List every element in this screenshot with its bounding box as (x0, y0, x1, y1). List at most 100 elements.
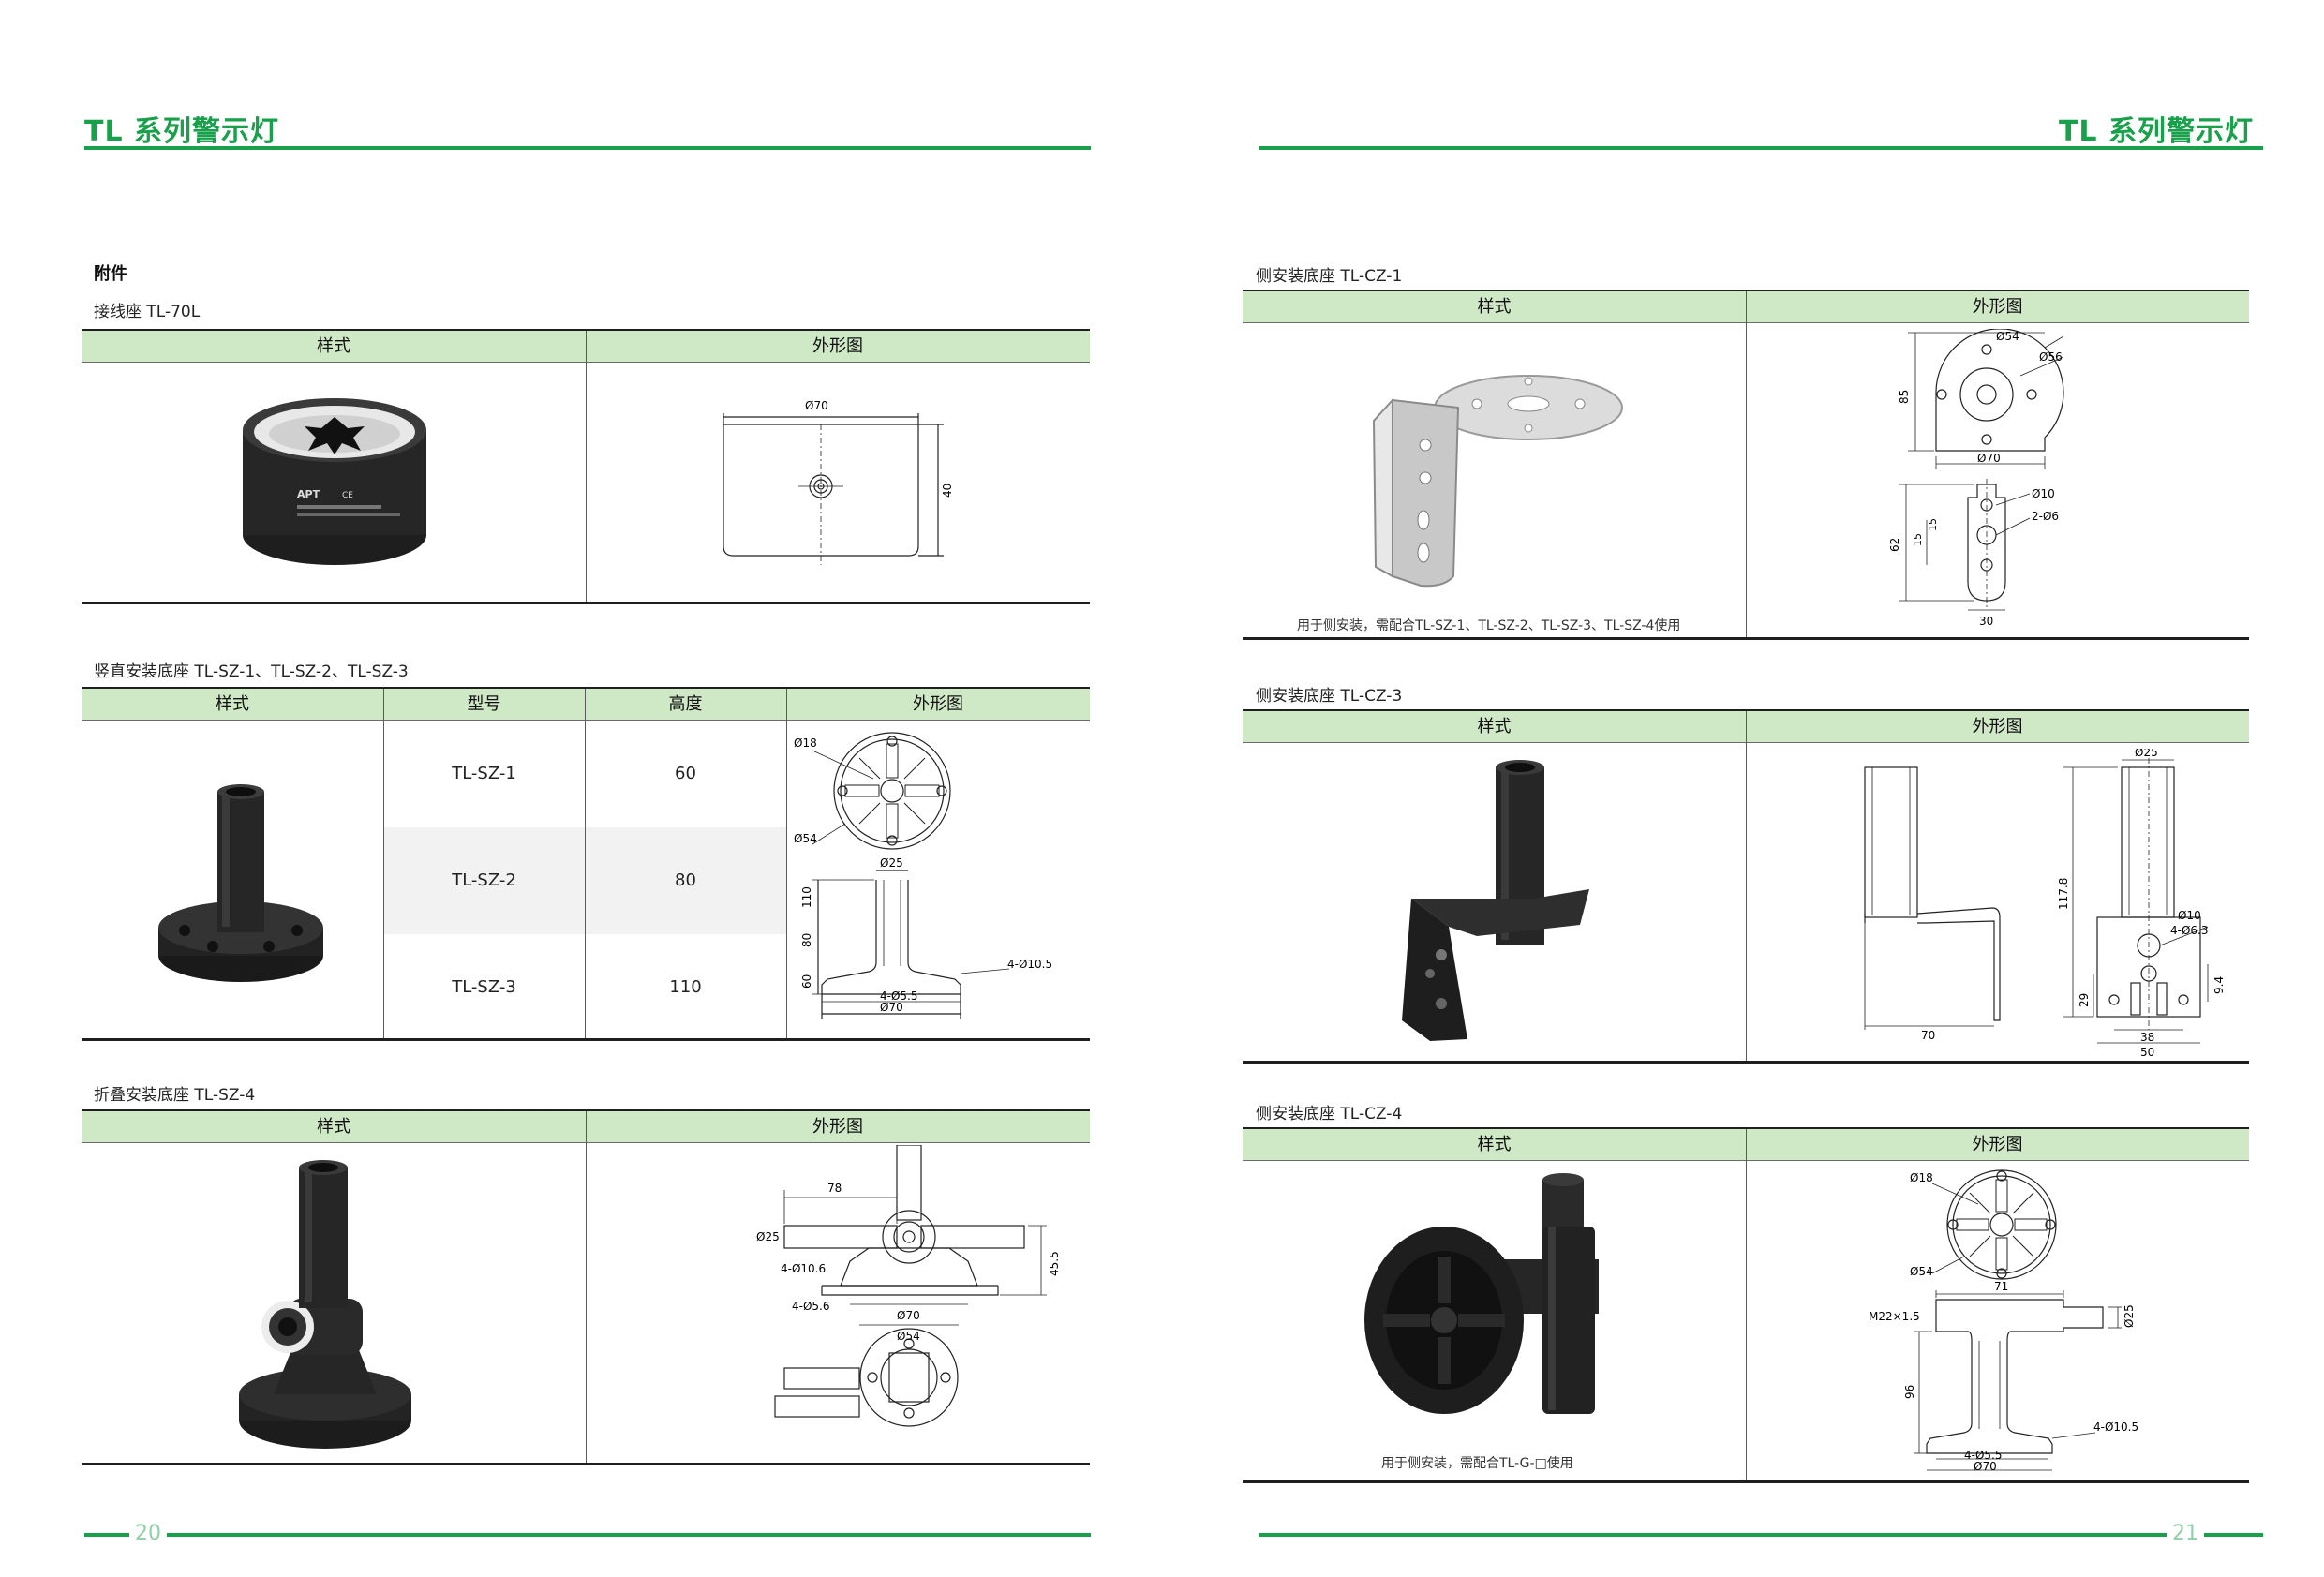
connector-base-table: 样式 外形图 APT CE (82, 329, 1090, 604)
col-drawing: 外形图 (1972, 1135, 2023, 1154)
table-cell-height: 60 (675, 764, 696, 783)
dim-label: Ø18 (794, 736, 817, 750)
dim-label: 96 (1903, 1385, 1916, 1399)
vertical-base-drawing: Ø18 Ø54 Ø25 110 80 60 4-Ø10.5 4-Ø5.5 Ø70 (794, 732, 1052, 1019)
table-cell-height: 80 (675, 870, 696, 890)
col-drawing: 外形图 (1972, 717, 2023, 736)
dim-label: 29 (2078, 993, 2091, 1007)
dim-label: 38 (2140, 1031, 2154, 1044)
divider (1746, 1129, 1747, 1480)
folding-base-photo (239, 1160, 411, 1449)
dim-label: Ø10 (2032, 487, 2055, 500)
side-base-cz4-photo (1364, 1173, 1599, 1414)
left-page: TL 系列警示灯 附件 接线座 TL-70L 样式 外形图 APT CE (82, 115, 1091, 1545)
divider (586, 1111, 587, 1463)
table-cell-model: TL-SZ-2 (452, 870, 516, 890)
dim-label: Ø54 (1996, 330, 2019, 343)
table-cell-height: 110 (669, 977, 702, 997)
dim-label: Ø70 (880, 1001, 903, 1014)
header-rule (1259, 146, 2263, 150)
table-caption: 侧安装底座 TL-CZ-4 (1256, 1105, 1403, 1123)
dim-label: Ø70 (1977, 452, 2001, 465)
divider (586, 331, 587, 602)
product-logo: APT (297, 488, 320, 500)
footer-rule (1259, 1533, 2263, 1537)
col-style: 样式 (1477, 717, 1512, 736)
dim-label: Ø25 (880, 856, 903, 870)
product-mark: CE (342, 491, 353, 500)
table-cell-model: TL-SZ-1 (452, 764, 516, 783)
side-base-cz3-drawing: Ø25 Ø10 4-Ø6.3 117.8 9.4 29 70 38 50 (1864, 749, 2226, 1059)
header-rule (84, 146, 1091, 150)
dim-label: 50 (2140, 1046, 2154, 1059)
dim-label: Ø25 (756, 1230, 780, 1243)
dim-label: 4-Ø5.5 (1964, 1449, 2003, 1462)
divider (585, 689, 586, 1038)
side-base-cz1-drawing: Ø54 Ø56 85 Ø70 Ø10 2-Ø6 62 15 15 30 (1888, 329, 2064, 628)
page-number: 21 (2167, 1522, 2204, 1545)
divider (1746, 711, 1747, 1061)
dim-label: 78 (827, 1182, 842, 1195)
col-style: 样式 (317, 336, 350, 356)
dim-label: 71 (1994, 1280, 2008, 1293)
col-drawing: 外形图 (812, 1117, 863, 1137)
connector-base-photo: APT CE (243, 398, 426, 565)
vertical-base-table: 样式 型号 高度 外形图 TL-SZ-1 60 TL-SZ-2 80 TL-SZ… (82, 687, 1090, 1041)
dim-label: Ø25 (2123, 1304, 2136, 1328)
col-drawing: 外形图 (913, 694, 963, 714)
right-page: TL 系列警示灯 侧安装底座 TL-CZ-1 样式 外形图 用于侧安装，需配合T… (1162, 0, 2324, 1577)
dim-label: 4-Ø10.5 (2093, 1421, 2138, 1434)
dim-label: 2-Ø6 (2032, 510, 2059, 523)
col-style: 样式 (1477, 297, 1512, 317)
table-caption: 竖直安装底座 TL-SZ-1、TL-SZ-2、TL-SZ-3 (94, 662, 409, 681)
dim-label: 40 (941, 484, 954, 498)
connector-base-drawing: Ø70 40 (723, 399, 954, 565)
col-style: 样式 (1477, 1135, 1512, 1154)
table-caption: 折叠安装底座 TL-SZ-4 (94, 1086, 256, 1105)
col-height: 高度 (668, 694, 703, 714)
usage-note: 用于侧安装，需配合TL-G-□使用 (1381, 1456, 1573, 1471)
dim-label: 70 (1921, 1029, 1935, 1042)
dim-label: 15 (1912, 533, 1924, 546)
side-base-cz3-table: 样式 外形图 (1243, 709, 2249, 1064)
dim-label: Ø70 (897, 1309, 920, 1322)
col-model: 型号 (467, 694, 501, 714)
page-number: 20 (129, 1522, 167, 1545)
dim-label: 30 (1979, 615, 1993, 628)
dim-label: 4-Ø6.3 (2170, 924, 2209, 937)
dim-label: 60 (800, 974, 813, 989)
dim-label: 4-Ø10.5 (1007, 958, 1052, 971)
side-base-cz1-table: 样式 外形图 用于侧安装，需配合TL-SZ-1、TL-SZ-2、TL-SZ-3、… (1243, 290, 2249, 640)
dim-label: 85 (1898, 390, 1911, 404)
dim-label: 62 (1888, 538, 1901, 552)
dim-label: Ø56 (2039, 350, 2063, 364)
col-drawing: 外形图 (812, 336, 863, 356)
dim-label: Ø54 (897, 1330, 920, 1343)
vertical-base-photo (158, 784, 323, 982)
dim-label: 4-Ø10.6 (781, 1262, 826, 1275)
col-drawing: 外形图 (1972, 297, 2023, 317)
brand-title: TL 系列警示灯 (84, 115, 280, 148)
dim-label: M22×1.5 (1869, 1310, 1920, 1323)
dim-label: Ø54 (794, 832, 817, 845)
table-caption: 侧安装底座 TL-CZ-3 (1256, 687, 1403, 706)
dim-label: 15 (1927, 518, 1939, 531)
dim-label: Ø70 (1974, 1460, 1997, 1473)
dim-label: 9.4 (2212, 976, 2226, 994)
table-header: 样式 型号 高度 外形图 (82, 689, 1090, 721)
col-style: 样式 (317, 1117, 350, 1137)
footer-rule (84, 1533, 1091, 1537)
folding-base-drawing: 78 Ø25 4-Ø10.6 4-Ø5.6 Ø70 45.5 Ø54 (756, 1145, 1061, 1427)
usage-note: 用于侧安装，需配合TL-SZ-1、TL-SZ-2、TL-SZ-3、TL-SZ-4… (1297, 618, 1681, 633)
dim-label: Ø18 (1910, 1171, 1933, 1184)
brand-title: TL 系列警示灯 (2058, 115, 2254, 148)
folding-base-table: 样式 外形图 (82, 1109, 1090, 1465)
dim-label: 4-Ø5.5 (880, 989, 918, 1003)
side-base-cz4-table: 样式 外形图 用于侧安装，需配合TL-G-□使用 (1243, 1127, 2249, 1483)
side-base-cz1-photo (1372, 375, 1623, 588)
dim-label: Ø54 (1910, 1265, 1933, 1278)
divider (383, 689, 384, 1038)
table-caption: 接线座 TL-70L (94, 303, 201, 321)
dim-label: 110 (800, 886, 813, 908)
dim-label: 117.8 (2057, 878, 2070, 910)
